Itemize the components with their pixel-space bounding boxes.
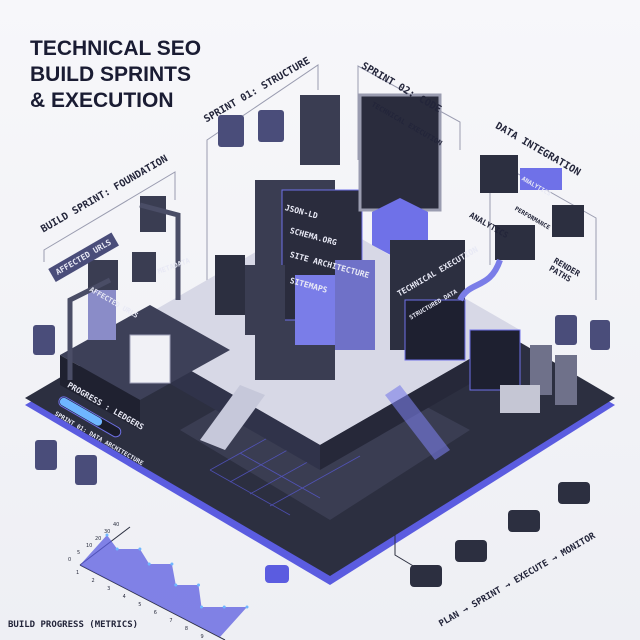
laptop	[500, 385, 540, 413]
execute-node	[508, 510, 540, 532]
server-stacks	[88, 196, 577, 405]
y-tick-label: 10	[86, 543, 92, 549]
analytics-node	[495, 225, 535, 260]
search-icon	[35, 440, 57, 470]
code-icon	[75, 455, 97, 485]
y-tick-label: 20	[95, 536, 101, 542]
server-rack	[245, 265, 285, 335]
title-line: TECHNICAL SEO	[30, 37, 202, 60]
x-tick-label: 5	[138, 602, 141, 608]
chart-point	[197, 583, 201, 587]
chart-point	[115, 547, 119, 551]
y-tick-label: 30	[104, 529, 110, 535]
floating-icons	[33, 110, 610, 485]
chart-point	[174, 583, 178, 587]
chart-point	[105, 533, 109, 537]
build-progress-chart: 123456789100510203040	[68, 522, 249, 640]
monitor-panel	[469, 329, 521, 391]
staircase	[200, 385, 265, 450]
chart-point	[170, 562, 174, 566]
analytics-box	[520, 168, 562, 190]
chart-area	[80, 535, 247, 637]
monitor-node	[558, 482, 590, 504]
code-icon	[555, 315, 577, 345]
workflow-chain	[265, 482, 590, 587]
y-tick-label: 40	[113, 522, 119, 528]
analytics-cube	[480, 155, 518, 193]
y-tick-label: 5	[77, 550, 80, 556]
gear-icon	[590, 320, 610, 350]
search-icon	[218, 115, 244, 147]
progress-bar-fill	[59, 397, 103, 426]
chart-point	[138, 547, 142, 551]
x-tick-label: 4	[123, 594, 126, 600]
server-rack	[215, 255, 245, 315]
code-frame	[358, 93, 442, 212]
cranes	[67, 202, 181, 380]
build-progress-label: BUILD PROGRESS (METRICS)	[8, 620, 139, 630]
glass-ramp	[385, 385, 450, 460]
x-tick-label: 3	[107, 586, 110, 592]
x-tick-label: 9	[200, 634, 203, 640]
y-tick-label: 0	[68, 557, 71, 563]
code-icon	[258, 110, 284, 142]
chart-point	[222, 605, 226, 609]
chart-point	[199, 605, 203, 609]
x-tick-label: 8	[185, 626, 188, 632]
x-tick-label: 2	[92, 578, 95, 584]
render-cube	[552, 205, 584, 237]
chart-point	[245, 605, 249, 609]
x-tick-label: 1	[76, 570, 79, 576]
title-line: & EXECUTION	[30, 89, 174, 112]
structured-panel	[404, 299, 466, 361]
search-icon	[33, 325, 55, 355]
x-tick-label: 6	[154, 610, 157, 616]
cube-top	[300, 95, 340, 165]
server-rack	[295, 275, 335, 345]
gear-node	[265, 565, 289, 583]
data-pipe	[457, 258, 503, 302]
chart-point	[147, 562, 151, 566]
page-title: TECHNICAL SEO BUILD SPRINTS & EXECUTION	[30, 36, 201, 114]
plan-node	[410, 565, 442, 587]
ledger-block-front	[60, 355, 140, 430]
x-axis	[79, 564, 226, 640]
sprint-node	[455, 540, 487, 562]
title-line: BUILD SPRINTS	[30, 63, 192, 86]
x-tick-label: 7	[169, 618, 172, 624]
server-rack	[335, 260, 375, 350]
